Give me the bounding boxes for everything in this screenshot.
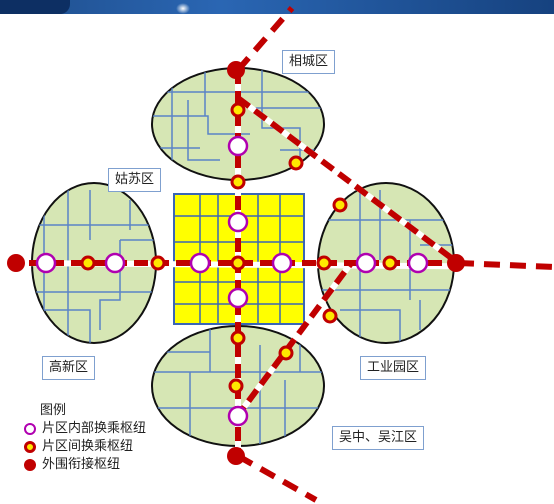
inter-hub: [230, 174, 246, 190]
outer-hub-icon: [22, 457, 38, 473]
inner-hub: [227, 211, 249, 233]
inner-hub: [407, 252, 429, 274]
label-gongye: 工业园区: [360, 356, 427, 380]
header-bar: [0, 0, 554, 14]
inter-hub: [322, 308, 338, 324]
inter-hub: [80, 255, 96, 271]
inner-hub: [355, 252, 377, 274]
legend-item-outer: 外围衔接枢纽: [22, 456, 146, 474]
inner-hub: [104, 252, 126, 274]
inter-hub: [278, 345, 294, 361]
label-wuzhong: 吴中、吴江区: [332, 426, 425, 450]
inner-hub-icon: [22, 421, 38, 437]
outer-hub: [7, 254, 25, 272]
inner-hub: [227, 405, 249, 427]
label-gusu: 姑苏区: [108, 168, 162, 192]
outer-hub: [227, 447, 245, 465]
inter-hubs: [80, 102, 398, 394]
inter-hub: [382, 255, 398, 271]
inter-hub: [230, 330, 246, 346]
inter-hub: [288, 155, 304, 171]
legend-item-inner: 片区内部换乘枢纽: [22, 420, 146, 438]
legend: 图例 片区内部换乘枢纽 片区间换乘枢纽 外围衔接枢纽: [22, 402, 146, 474]
inter-hub: [150, 255, 166, 271]
inter-hub: [332, 197, 348, 213]
inner-hub: [227, 287, 249, 309]
legend-label-inter: 片区间换乘枢纽: [42, 439, 134, 454]
legend-item-inter: 片区间换乘枢纽: [22, 438, 146, 456]
label-gaoxin: 高新区: [42, 356, 96, 380]
inter-hub-icon: [22, 439, 38, 455]
inter-hub: [316, 255, 332, 271]
inner-hubs: [35, 135, 429, 427]
outer-hub: [227, 61, 245, 79]
inter-hub: [230, 255, 246, 271]
outer-hub: [447, 254, 465, 272]
legend-label-inner: 片区内部换乘枢纽: [42, 421, 147, 436]
inter-hub: [228, 378, 244, 394]
legend-label-outer: 外围衔接枢纽: [42, 457, 121, 472]
label-xiangcheng: 相城区: [282, 50, 336, 74]
inner-hub: [35, 252, 57, 274]
header-glint: [176, 3, 190, 14]
inter-hub: [230, 102, 246, 118]
inner-hub: [189, 252, 211, 274]
legend-title: 图例: [40, 403, 67, 418]
header-tab: [0, 0, 70, 14]
inner-hub: [271, 252, 293, 274]
inner-hub: [227, 135, 249, 157]
road-grid-east: [318, 183, 454, 343]
outer-hubs: [7, 61, 465, 465]
